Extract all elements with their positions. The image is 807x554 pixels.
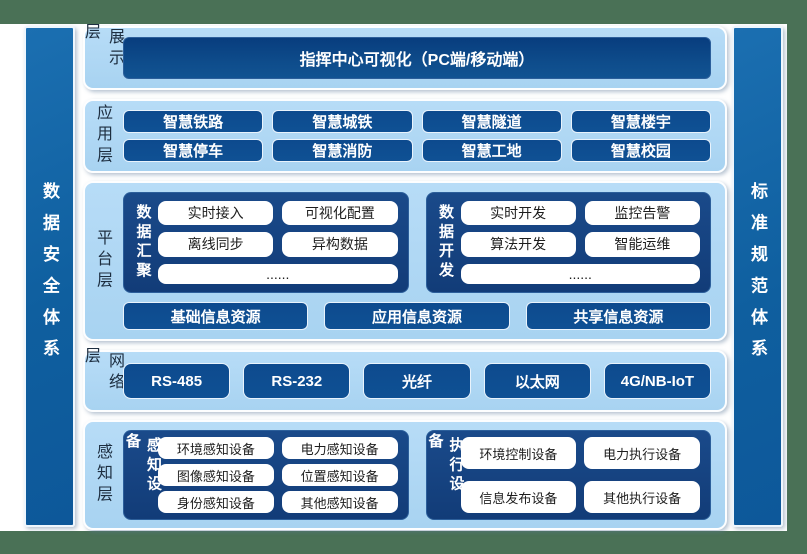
resource-basic-info: 基础信息资源 [123, 302, 309, 330]
sensing-devices-grid: 环境感知设备 电力感知设备 图像感知设备 位置感知设备 身份感知设备 其他感知设… [158, 437, 398, 513]
device-other-actuator: 其他执行设备 [584, 481, 700, 513]
actuator-devices-grid: 环境控制设备 电力执行设备 信息发布设备 其他执行设备 [460, 437, 700, 513]
app-box-smart-tunnel: 智慧隧道 [421, 110, 562, 133]
data-security-label: 数据安全体系 [40, 182, 59, 371]
device-power-sensing: 电力感知设备 [281, 437, 398, 459]
resource-shared-info: 共享信息资源 [525, 302, 711, 330]
presentation-layer-label: 展示层 [82, 22, 123, 71]
net-box-4g-nbiot: 4G/NB-IoT [603, 363, 712, 399]
device-env-control: 环境控制设备 [460, 437, 577, 469]
net-box-rs485: RS-485 [123, 363, 231, 399]
app-box-smart-parking: 智慧停车 [123, 139, 264, 162]
item-visual-config: 可视化配置 [282, 201, 398, 226]
app-box-smart-fire: 智慧消防 [272, 139, 413, 162]
sensing-devices-group: 感知设备 环境感知设备 电力感知设备 图像感知设备 位置感知设备 身份感知设备 … [123, 430, 409, 520]
item-monitor-alert: 监控告警 [584, 201, 700, 226]
data-aggregation-grid: 实时接入 可视化配置 离线同步 异构数据 ...... [158, 201, 398, 284]
standards-bar: 标准规范体系 [732, 26, 783, 527]
layer-panel-platform: 平台层 数据汇聚 实时接入 可视化配置 离线同步 异构数据 ...... [83, 181, 727, 341]
perception-layer-label: 感知层 [94, 443, 111, 507]
app-box-smart-site: 智慧工地 [421, 139, 562, 162]
device-info-publish: 信息发布设备 [460, 481, 577, 513]
app-box-smart-metro: 智慧城铁 [272, 110, 413, 133]
app-box-smart-campus: 智慧校园 [570, 139, 711, 162]
item-development-more: ...... [460, 263, 700, 284]
layer-panel-perception: 感知层 感知设备 环境感知设备 电力感知设备 图像感知设备 位置感知设备 身份感… [83, 420, 727, 530]
layer-panel-application: 应用层 智慧铁路 智慧城铁 智慧隧道 智慧楼宇 智慧停车 智慧消防 智慧工地 智… [83, 99, 727, 173]
item-algorithm-dev: 算法开发 [460, 232, 576, 257]
device-env-sensing: 环境感知设备 [158, 437, 274, 459]
application-layer-label: 应用层 [94, 104, 111, 168]
item-smart-ops: 智能运维 [584, 232, 700, 257]
layer-panel-network: 网络层 RS-485 RS-232 光纤 以太网 4G/NB-IoT [82, 346, 727, 412]
command-center-visualization-box: 指挥中心可视化（PC端/移动端） [123, 37, 711, 79]
network-layer-label: 网络层 [82, 346, 123, 395]
data-security-bar: 数据安全体系 [24, 26, 75, 527]
application-buttons-grid: 智慧铁路 智慧城铁 智慧隧道 智慧楼宇 智慧停车 智慧消防 智慧工地 智慧校园 [123, 110, 711, 162]
app-box-smart-railway: 智慧铁路 [123, 110, 264, 133]
data-development-label: 数据开发 [437, 204, 454, 281]
item-aggregation-more: ...... [158, 263, 398, 284]
app-box-smart-building: 智慧楼宇 [570, 110, 711, 133]
item-realtime-access: 实时接入 [158, 201, 274, 226]
item-realtime-dev: 实时开发 [460, 201, 576, 226]
net-box-rs232: RS-232 [243, 363, 351, 399]
net-box-fiber: 光纤 [363, 363, 471, 399]
device-image-sensing: 图像感知设备 [158, 464, 274, 486]
data-development-group: 数据开发 实时开发 监控告警 算法开发 智能运维 ...... [425, 192, 711, 293]
platform-content: 数据汇聚 实时接入 可视化配置 离线同步 异构数据 ...... 数据开发 [123, 192, 711, 330]
data-aggregation-label: 数据汇聚 [134, 204, 152, 281]
device-other-sensing: 其他感知设备 [281, 491, 398, 513]
device-power-actuator: 电力执行设备 [584, 437, 700, 469]
item-heterogeneous-data: 异构数据 [282, 232, 398, 257]
layer-panel-presentation: 展示层 指挥中心可视化（PC端/移动端） [82, 22, 727, 90]
device-identity-sensing: 身份感知设备 [158, 491, 274, 513]
item-offline-sync: 离线同步 [158, 232, 274, 257]
platform-groups: 数据汇聚 实时接入 可视化配置 离线同步 异构数据 ...... 数据开发 [123, 192, 711, 293]
device-location-sensing: 位置感知设备 [281, 464, 398, 486]
data-development-grid: 实时开发 监控告警 算法开发 智能运维 ...... [460, 201, 700, 284]
platform-layer-label: 平台层 [94, 229, 111, 293]
resource-application-info: 应用信息资源 [324, 302, 510, 330]
actuator-devices-group: 执行设备 环境控制设备 电力执行设备 信息发布设备 其他执行设备 [425, 430, 711, 520]
resources-row: 基础信息资源 应用信息资源 共享信息资源 [123, 302, 711, 330]
network-buttons-row: RS-485 RS-232 光纤 以太网 4G/NB-IoT [123, 363, 712, 399]
net-box-ethernet: 以太网 [483, 363, 591, 399]
standards-label: 标准规范体系 [748, 182, 767, 371]
data-aggregation-group: 数据汇聚 实时接入 可视化配置 离线同步 异构数据 ...... [123, 192, 409, 293]
actuator-devices-label: 执行设备 [426, 432, 465, 495]
perception-content: 感知设备 环境感知设备 电力感知设备 图像感知设备 位置感知设备 身份感知设备 … [123, 430, 711, 520]
sensing-devices-label: 感知设备 [124, 432, 162, 495]
